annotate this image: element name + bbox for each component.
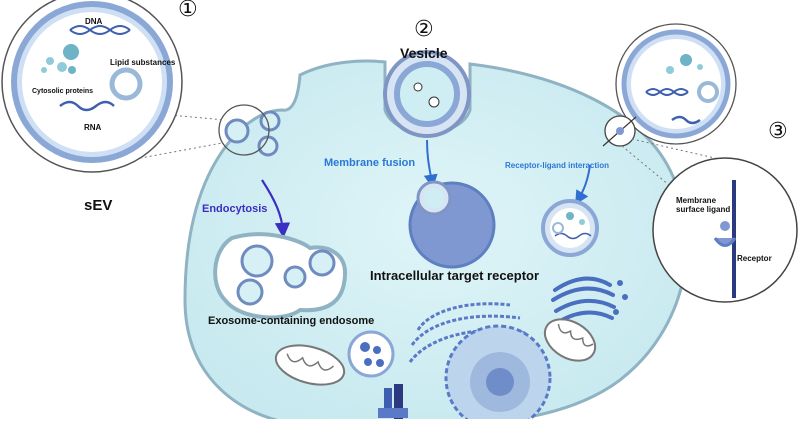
golgi-apparatus xyxy=(551,276,628,322)
protein-icon xyxy=(63,44,79,60)
rna-label: RNA xyxy=(84,123,102,132)
lipid-label: Lipid substances xyxy=(110,58,176,67)
exosome-endosome xyxy=(213,232,348,320)
vesicle-entering xyxy=(383,50,471,138)
lysosome xyxy=(347,330,395,378)
receptor-icon xyxy=(713,237,737,247)
marker-one: ① xyxy=(178,0,198,21)
sev-title: sEV xyxy=(84,197,112,214)
zoom-connector-1b xyxy=(129,142,223,161)
sev-zoom-circle xyxy=(1,0,183,173)
receptor-spot xyxy=(602,115,637,147)
marker-three: ③ xyxy=(768,118,788,143)
mitochondrion-left xyxy=(274,344,346,386)
lipid-ring-icon xyxy=(109,67,143,101)
endocytosis-arrow xyxy=(261,179,291,239)
rna-strand-icon xyxy=(59,100,115,112)
channel-protein xyxy=(378,384,408,419)
ligand-receptor-zoom xyxy=(652,157,798,303)
nucleus xyxy=(444,324,552,424)
membrane-fusion-label: Membrane fusion xyxy=(324,157,415,169)
sev-cluster xyxy=(218,104,281,157)
zoom-connector-1a xyxy=(169,114,226,121)
receptor-ligand-arrow xyxy=(575,164,591,205)
exosome-endosome-label: Exosome-containing endosome xyxy=(208,315,374,327)
intracellular-target-label: Intracellular target receptor xyxy=(370,268,539,283)
ligand-icon xyxy=(720,221,730,231)
dna-strand-icon xyxy=(69,25,131,35)
endocytosis-label: Endocytosis xyxy=(202,203,267,215)
membrane-fusion-arrow xyxy=(423,139,438,189)
receptor-label: Receptor xyxy=(737,254,772,263)
receptor-vesicle-zoom xyxy=(615,23,737,145)
cytosolic-label: Cytosolic proteins xyxy=(32,88,93,95)
intracellular-target xyxy=(408,180,496,269)
marker-two: ② xyxy=(414,16,434,41)
mitochondrion-right xyxy=(543,318,597,362)
receptor-ligand-label: Receptor-ligand interaction xyxy=(505,161,609,170)
vesicle-title: Vesicle xyxy=(400,45,448,61)
dna-label: DNA xyxy=(85,17,103,26)
dna-strand-icon xyxy=(645,88,689,96)
internalized-vesicle xyxy=(541,199,599,257)
